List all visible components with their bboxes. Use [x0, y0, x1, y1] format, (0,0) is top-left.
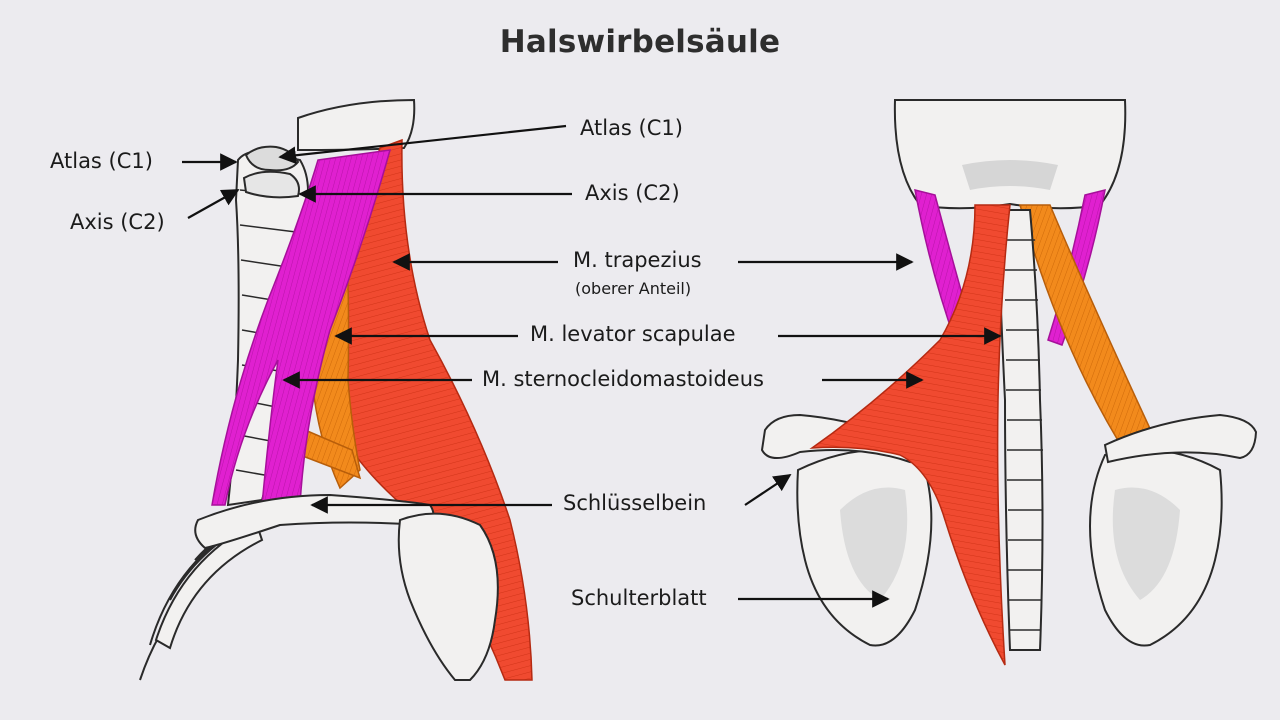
arrow-axis-left [187, 189, 240, 219]
shoulder-lateral [397, 512, 499, 681]
label-arrows [182, 124, 1002, 608]
skull-posterior [893, 99, 1127, 210]
label-sternocleidomastoideus: M. sternocleidomastoideus [482, 367, 764, 391]
rib-lines-lateral [139, 499, 301, 681]
lateral-view [139, 98, 533, 681]
label-clavicle: Schlüsselbein [563, 491, 707, 515]
label-levator-scapulae: M. levator scapulae [530, 322, 736, 346]
label-trapezius: M. trapezius [573, 248, 702, 272]
arrow-atlas-center [278, 124, 567, 165]
label-scapula: Schulterblatt [571, 586, 707, 610]
label-axis-center: Axis (C2) [585, 181, 680, 205]
label-atlas-left: Atlas (C1) [50, 149, 153, 173]
axis-bone-lateral [242, 170, 300, 199]
label-axis-left: Axis (C2) [70, 210, 165, 234]
spine-posterior [996, 209, 1044, 651]
arrow-clavicle-right [744, 474, 792, 506]
clavicle-right-posterior [1103, 413, 1258, 464]
label-trapezius-sub: (oberer Anteil) [575, 279, 692, 298]
label-atlas-center: Atlas (C1) [580, 116, 683, 140]
sternocleidomastoideus-lateral [211, 149, 392, 506]
figure-title: Halswirbelsäule [499, 24, 781, 60]
trapezius-posterior [809, 204, 1011, 666]
posterior-view [760, 99, 1258, 666]
